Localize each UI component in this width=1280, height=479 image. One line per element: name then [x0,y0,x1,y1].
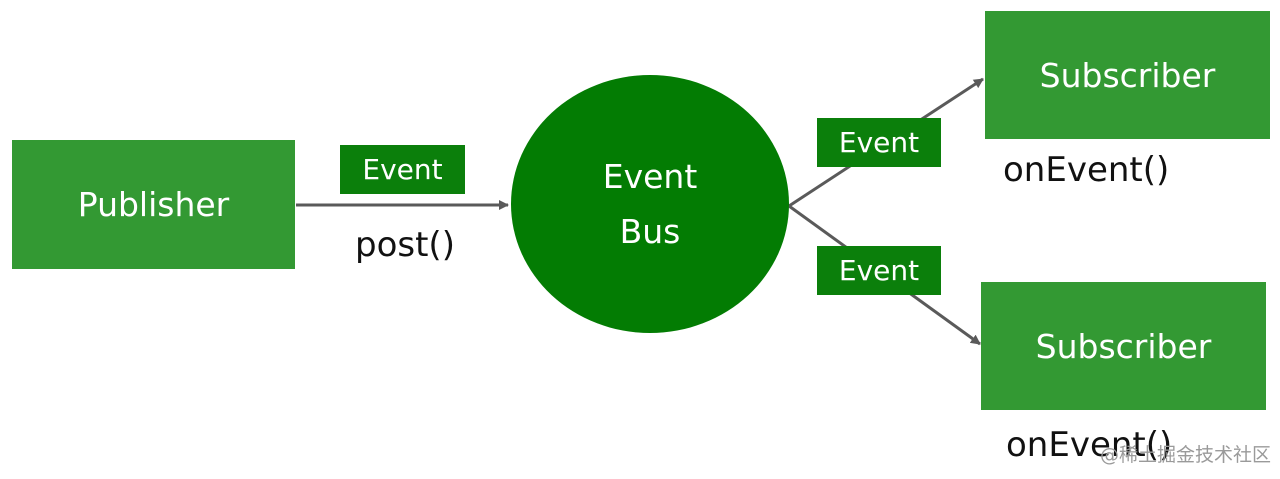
subscriber-bottom-method-label: onEvent() [1006,425,1173,465]
subscriber-top-event-tag: Event [817,118,941,167]
publisher-box: Publisher [12,140,295,269]
subscriber-top-box: Subscriber [985,11,1270,139]
subscriber-top-label: Subscriber [1039,55,1216,95]
subscriber-bottom-box: Subscriber [981,282,1266,410]
event-bus-line1: Event [602,157,698,196]
publish-event-label: Event [362,153,443,186]
subscriber-top-event-label: Event [838,126,920,159]
publisher-label: Publisher [77,185,230,224]
watermark-text: @稀土掘金技术社区 [1100,444,1272,466]
post-method-label: post() [355,225,455,265]
event-bus-line2: Bus [619,212,681,251]
subscriber-bottom-event-tag: Event [817,246,941,295]
publish-event-tag: Event [340,145,465,194]
event-bus-circle: Event Bus [511,75,789,333]
subscriber-bottom-event-label: Event [838,254,920,287]
subscriber-top-method-label: onEvent() [1003,150,1170,190]
subscriber-bottom-label: Subscriber [1035,326,1212,366]
